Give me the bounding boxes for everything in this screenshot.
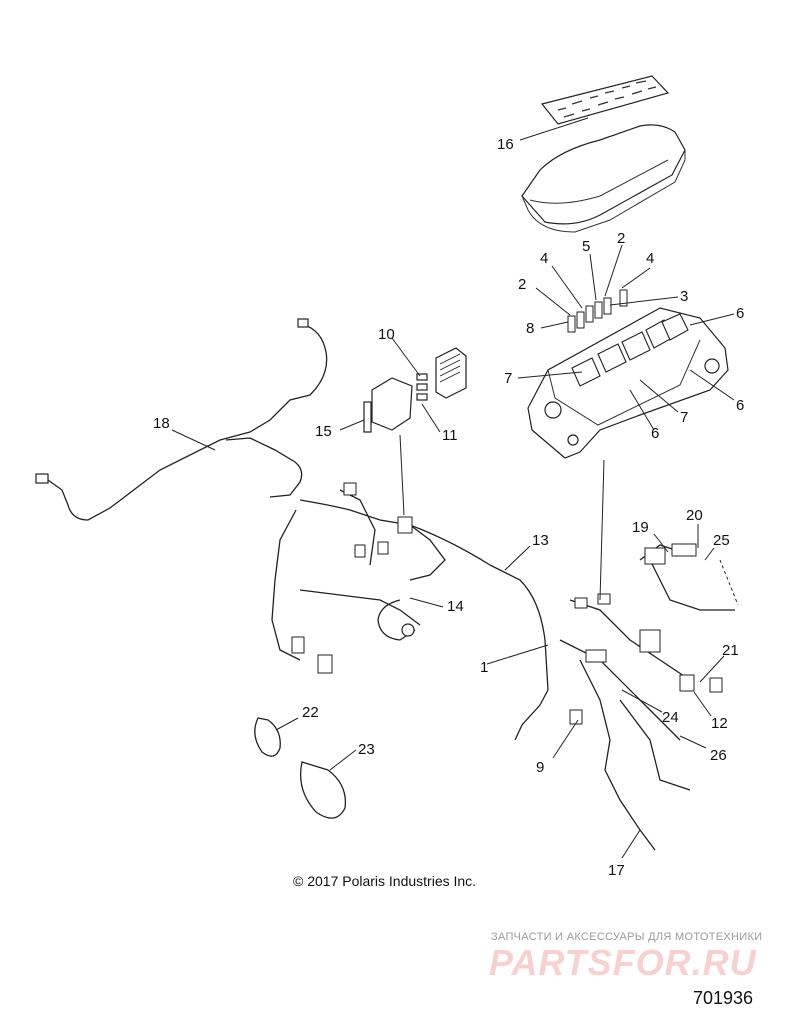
callout-6: 6	[651, 425, 659, 442]
callout-1: 1	[480, 659, 488, 676]
main-harness	[271, 482, 735, 851]
callout-7: 7	[504, 370, 512, 387]
front-harness	[35, 318, 328, 521]
callout-23: 23	[358, 741, 375, 758]
callout-12: 12	[711, 715, 728, 732]
callout-10: 10	[378, 326, 395, 343]
relays	[571, 313, 689, 387]
leader-lines	[171, 117, 739, 859]
copyright-notice: © 2017 Polaris Industries Inc.	[293, 873, 477, 889]
callout-17: 17	[608, 862, 625, 879]
callout-22: 22	[302, 704, 319, 721]
callout-16: 16	[497, 136, 514, 153]
control-module	[363, 347, 467, 433]
callout-6: 6	[736, 397, 744, 414]
diagram-number: 701936	[693, 988, 754, 1008]
callout-8: 8	[526, 320, 534, 337]
callout-24: 24	[662, 709, 679, 726]
sub-harness	[377, 599, 416, 641]
callout-4: 4	[646, 250, 654, 267]
callout-14: 14	[447, 598, 464, 615]
fuse-box-decal	[540, 75, 670, 125]
callout-26: 26	[710, 747, 727, 764]
callout-18: 18	[153, 415, 170, 432]
callout-2: 2	[617, 230, 625, 247]
callout-4: 4	[540, 250, 548, 267]
callout-19: 19	[632, 519, 649, 536]
hose-clamp-23	[299, 761, 347, 819]
watermark-logo: PARTSFOR.RU	[489, 942, 757, 983]
mini-fuses	[567, 289, 628, 333]
callout-25: 25	[713, 532, 730, 549]
callout-15: 15	[315, 423, 332, 440]
callout-7: 7	[680, 409, 688, 426]
callout-11: 11	[442, 427, 458, 444]
callout-3: 3	[680, 288, 688, 305]
callout-20: 20	[686, 507, 703, 524]
watermark-tagline: ЗАПЧАСТИ И АКСЕССУАРЫ ДЛЯ МОТОТЕХНИКИ	[491, 931, 763, 943]
callout-13: 13	[532, 532, 549, 549]
fuse-box-base	[527, 307, 729, 459]
callout-5: 5	[582, 238, 590, 255]
callout-2: 2	[518, 276, 526, 293]
callout-labels: 16 5 2 4 4 2 3 8 6 7 6 7 6 10 15 11 18 1…	[153, 136, 744, 879]
fuse-box-cover	[521, 124, 686, 233]
callout-9: 9	[536, 759, 544, 776]
callout-21: 21	[722, 642, 739, 659]
callout-6: 6	[736, 305, 744, 322]
hose-clamp-22	[254, 717, 281, 757]
